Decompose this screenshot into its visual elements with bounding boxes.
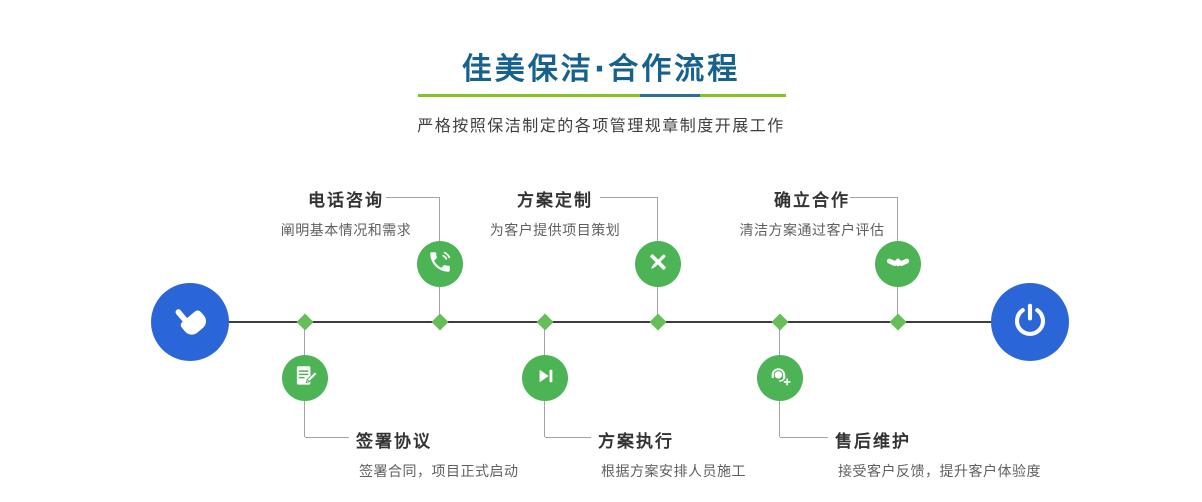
connector-line bbox=[544, 323, 545, 355]
step-desc: 签署合同，项目正式启动 bbox=[359, 464, 519, 480]
connector-line bbox=[304, 401, 305, 437]
phone-icon bbox=[427, 249, 453, 279]
step-title: 方案定制 bbox=[517, 191, 593, 211]
step-sign-agreement-label: 签署协议 签署合同，项目正式启动 bbox=[356, 427, 519, 481]
connector-line bbox=[779, 401, 780, 437]
connector-line bbox=[779, 323, 780, 355]
connector-line bbox=[897, 287, 898, 317]
connector-line bbox=[304, 323, 305, 355]
step-desc: 清洁方案通过客户评估 bbox=[739, 223, 885, 239]
connector-line bbox=[897, 197, 898, 241]
step-establish-coop-node bbox=[875, 241, 921, 287]
title-underline bbox=[418, 94, 786, 97]
timeline-end-node bbox=[991, 283, 1069, 361]
headset-support-icon bbox=[767, 363, 793, 393]
step-title: 签署协议 bbox=[356, 432, 432, 452]
step-desc: 根据方案安排人员施工 bbox=[601, 464, 746, 480]
document-sign-icon bbox=[292, 363, 318, 393]
step-aftersale-label: 售后维护 接受客户反馈，提升客户体验度 bbox=[835, 427, 1041, 481]
pencil-ruler-icon bbox=[645, 249, 671, 279]
connector-line bbox=[850, 197, 898, 198]
timeline-start-node bbox=[151, 283, 229, 361]
connector-line bbox=[545, 437, 591, 438]
step-sign-agreement-node bbox=[282, 355, 328, 401]
play-next-icon bbox=[532, 363, 558, 393]
step-plan-execute-node bbox=[522, 355, 568, 401]
step-desc: 接受客户反馈，提升客户体验度 bbox=[838, 464, 1041, 480]
step-establish-coop-label: 确立合作 清洁方案通过客户评估 bbox=[721, 186, 903, 240]
power-icon bbox=[1011, 301, 1049, 343]
underline-blue-center bbox=[640, 94, 700, 97]
connector-line bbox=[439, 197, 440, 241]
connector-line bbox=[544, 401, 545, 437]
connector-line bbox=[657, 287, 658, 317]
page-title: 佳美保洁·合作流程 bbox=[461, 52, 741, 87]
timeline-diamond bbox=[536, 313, 554, 331]
connector-line bbox=[386, 197, 440, 198]
step-title: 确立合作 bbox=[774, 191, 850, 211]
connector-line bbox=[600, 197, 658, 198]
timeline-diamond bbox=[431, 313, 449, 331]
handshake-icon bbox=[885, 249, 911, 279]
connector-line bbox=[780, 437, 828, 438]
step-plan-custom-label: 方案定制 为客户提供项目策划 bbox=[464, 186, 646, 240]
timeline-diamond bbox=[771, 313, 789, 331]
step-desc: 阐明基本情况和需求 bbox=[280, 223, 412, 239]
timeline-diamond bbox=[889, 313, 907, 331]
underline-green-right bbox=[700, 94, 786, 97]
step-title: 售后维护 bbox=[835, 432, 911, 452]
connector-line bbox=[657, 197, 658, 241]
connector-line bbox=[439, 287, 440, 317]
connector-line bbox=[305, 437, 349, 438]
underline-green-left bbox=[418, 94, 640, 97]
timeline-diamond bbox=[296, 313, 314, 331]
step-plan-execute-label: 方案执行 根据方案安排人员施工 bbox=[598, 427, 746, 481]
step-phone-consult-node bbox=[417, 241, 463, 287]
step-plan-custom-node bbox=[635, 241, 681, 287]
step-title: 方案执行 bbox=[598, 432, 674, 452]
step-desc: 为客户提供项目策划 bbox=[489, 223, 621, 239]
timeline-diamond bbox=[649, 313, 667, 331]
timeline-line bbox=[190, 321, 1030, 323]
step-phone-consult-label: 电话咨询 阐明基本情况和需求 bbox=[255, 186, 437, 240]
page-subtitle: 严格按照保洁制定的各项管理规章制度开展工作 bbox=[417, 116, 785, 135]
pointing-hand-icon bbox=[170, 300, 210, 344]
step-aftersale-node bbox=[757, 355, 803, 401]
step-title: 电话咨询 bbox=[308, 191, 384, 211]
